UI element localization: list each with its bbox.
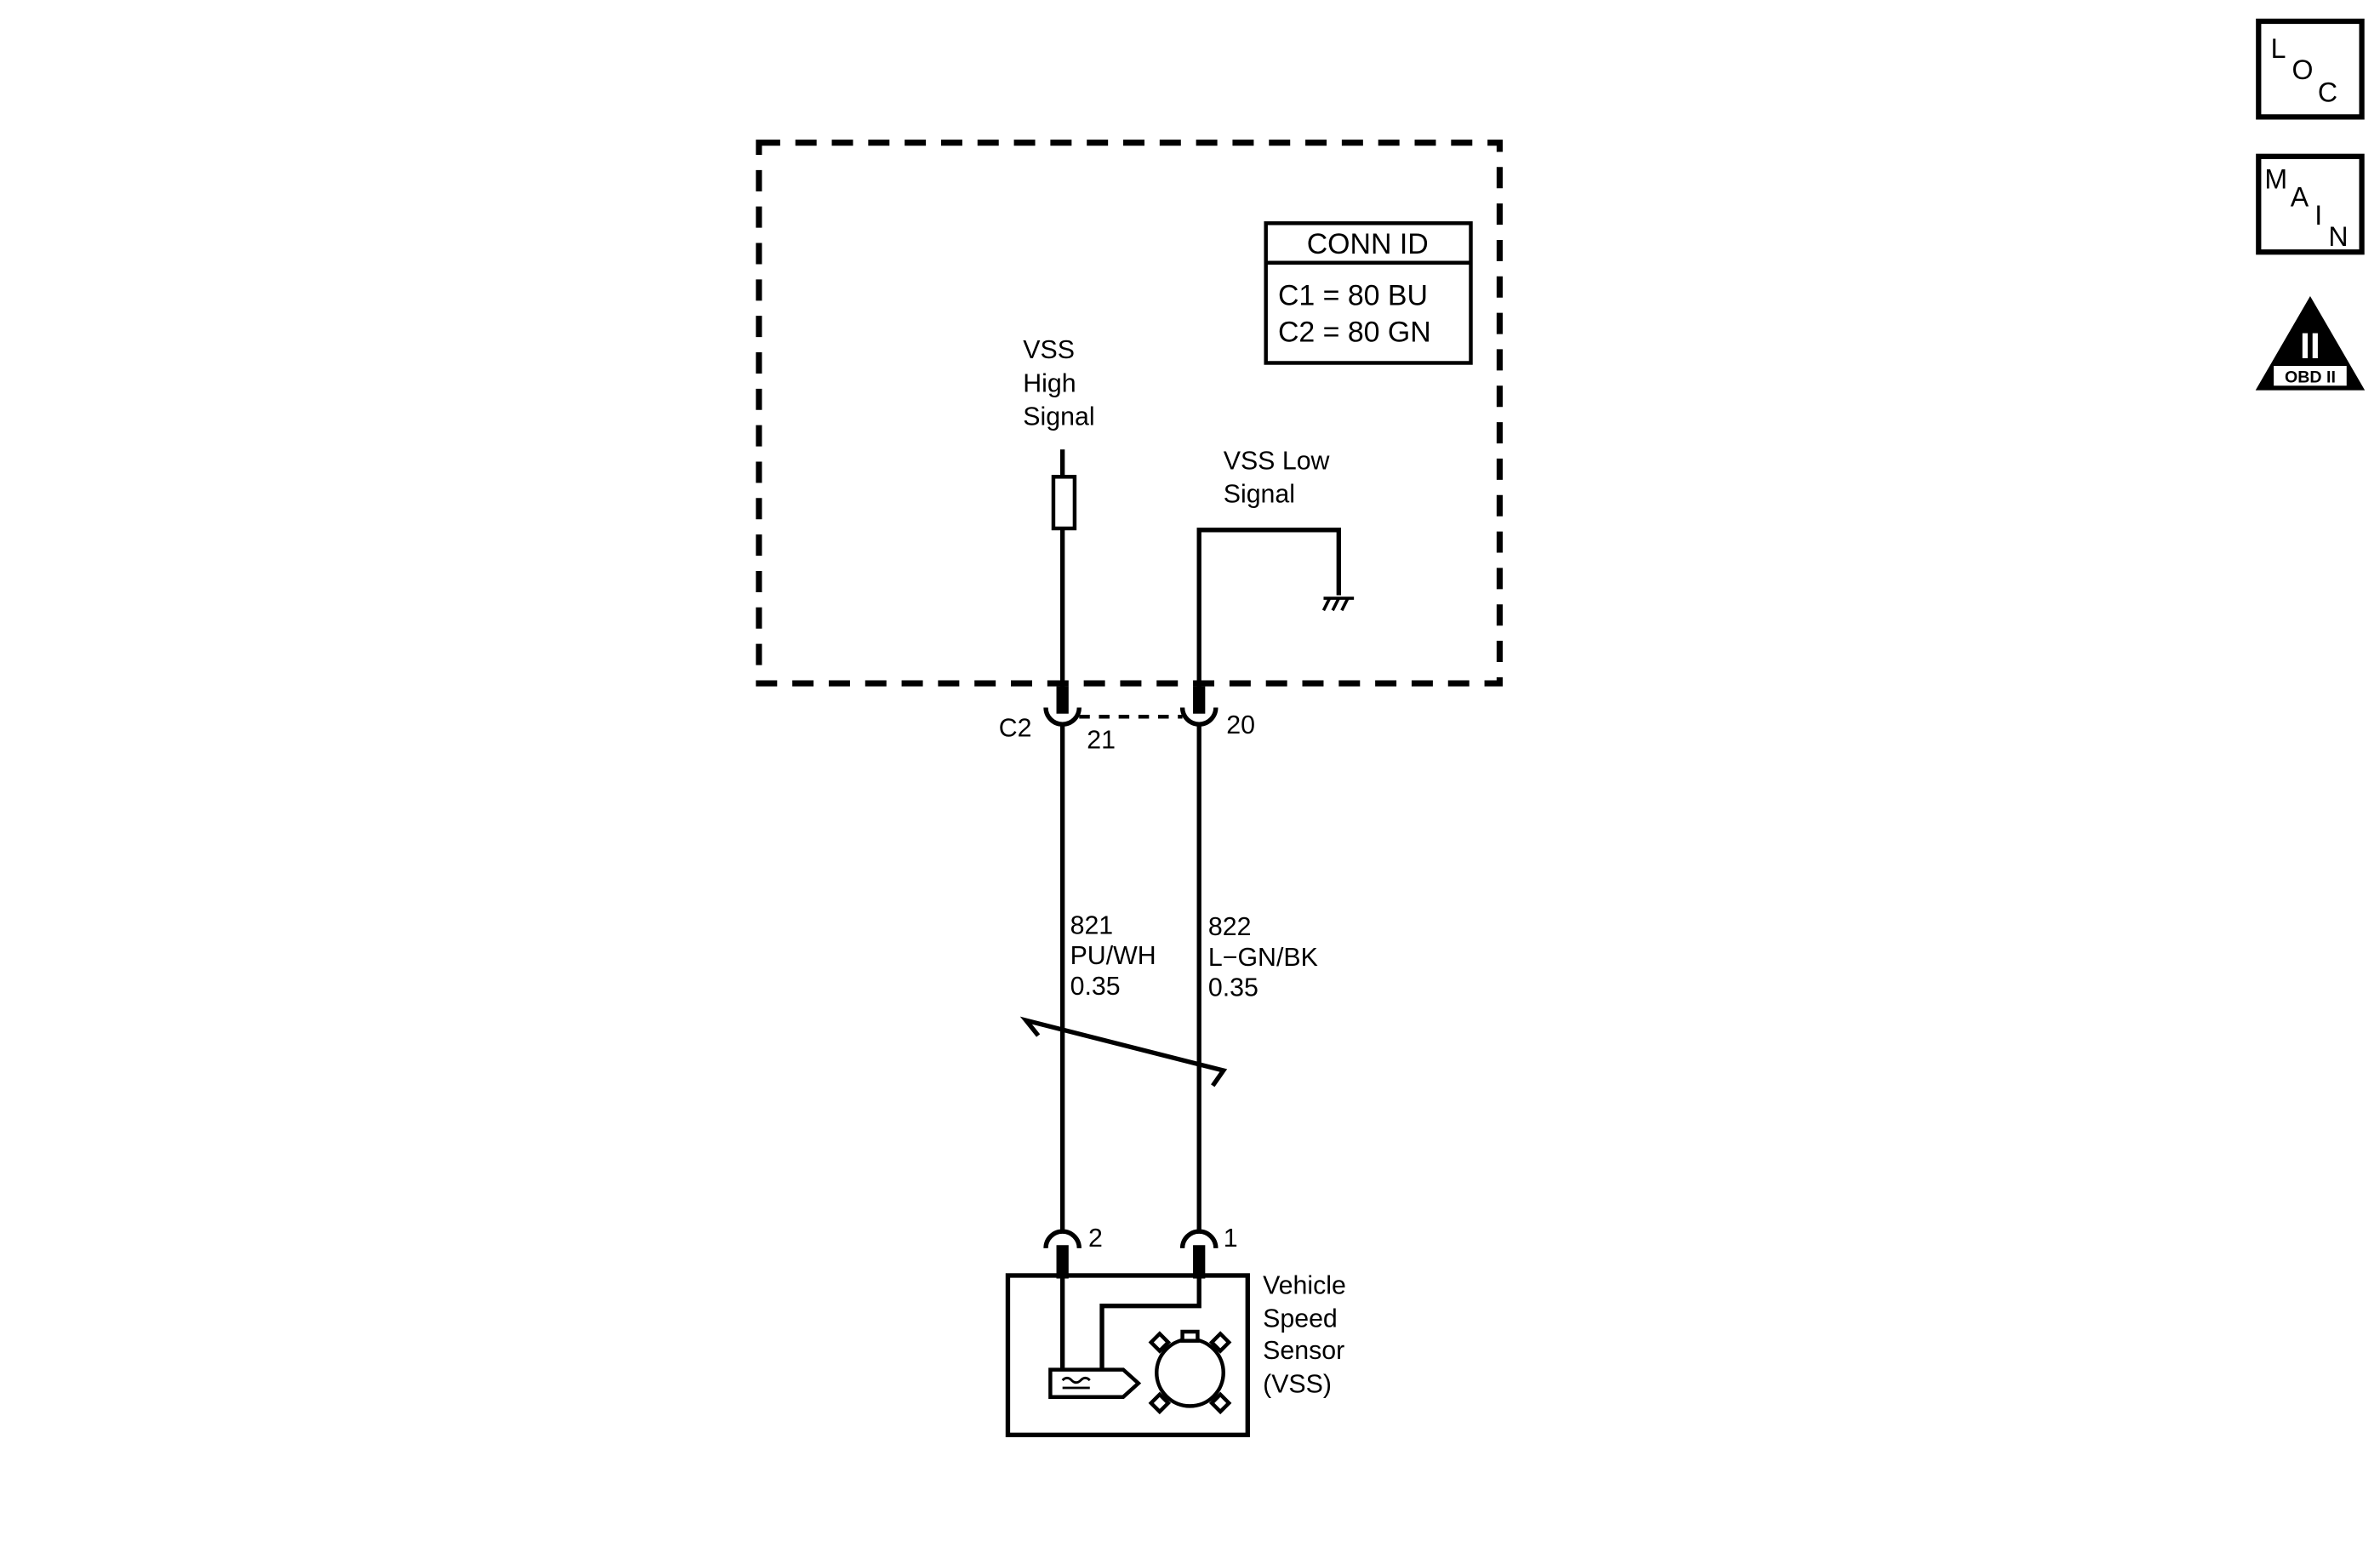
resistor-symbol [1051, 475, 1077, 531]
svg-text:Signal: Signal [1224, 481, 1295, 509]
svg-text:M: M [2264, 163, 2287, 194]
svg-text:Vehicle: Vehicle [1263, 1271, 1346, 1299]
conn-id-row: C1 = 80 BU [1278, 280, 1428, 312]
svg-text:Speed: Speed [1263, 1305, 1338, 1333]
svg-text:VSS Low: VSS Low [1224, 447, 1330, 475]
wire-821-label: 821 PU/WH 0.35 [1070, 911, 1156, 1000]
connector-pin-21: 21 [1087, 727, 1116, 755]
conn-id-title: CONN ID [1307, 228, 1429, 260]
obd-ii-icon[interactable]: II OBD II [2255, 295, 2366, 391]
vss-high-signal-circuit [1051, 449, 1077, 691]
sensor-connector: 2 1 [1043, 1224, 1238, 1279]
vehicle-speed-sensor [1005, 1273, 1250, 1437]
svg-text:Sensor: Sensor [1263, 1337, 1344, 1365]
svg-text:821: 821 [1070, 911, 1114, 939]
svg-text:High: High [1023, 369, 1076, 397]
svg-text:O: O [2292, 54, 2314, 85]
wire-822-label: 822 L−GN/BK 0.35 [1208, 913, 1318, 1002]
svg-text:VSS: VSS [1023, 336, 1075, 364]
main-icon[interactable]: M A I N [2256, 153, 2365, 255]
svg-text:I: I [2314, 200, 2322, 231]
vss-low-signal-circuit [1196, 528, 1355, 691]
vss-high-signal-label: VSS High Signal [1023, 336, 1094, 431]
reluctor-wheel-icon [1148, 1329, 1232, 1415]
sensor-pin-2: 2 [1088, 1224, 1103, 1253]
harness-wires [1019, 724, 1228, 1233]
vehicle-speed-sensor-label: Vehicle Speed Sensor (VSS) [1263, 1271, 1346, 1398]
sensor-pin-1: 1 [1224, 1224, 1238, 1253]
conn-id-box: CONN ID C1 = 80 BU C2 = 80 GN [1264, 221, 1473, 365]
conn-id-row: C2 = 80 GN [1278, 316, 1431, 348]
sensor-element-icon [1048, 1367, 1142, 1399]
svg-text:(VSS): (VSS) [1263, 1370, 1332, 1398]
vss-low-signal-label: VSS Low Signal [1224, 447, 1330, 508]
svg-text:822: 822 [1208, 913, 1252, 941]
obd-roman-numeral: II [2300, 326, 2320, 367]
loc-icon[interactable]: L O C [2256, 18, 2365, 120]
svg-text:N: N [2328, 221, 2348, 252]
module-boundary [756, 140, 1503, 687]
connector-name: C2 [999, 714, 1032, 742]
svg-text:L: L [2271, 33, 2286, 64]
connector-pin-20: 20 [1226, 711, 1255, 739]
svg-text:PU/WH: PU/WH [1070, 942, 1156, 970]
ground-icon [1321, 596, 1355, 612]
obd-label: OBD II [2285, 368, 2336, 387]
svg-text:C: C [2318, 77, 2337, 108]
harness-break-symbol [1019, 1016, 1228, 1087]
svg-text:L−GN/BK: L−GN/BK [1208, 944, 1318, 972]
connector-c2: C2 21 20 [999, 686, 1255, 755]
svg-text:0.35: 0.35 [1208, 974, 1258, 1002]
svg-text:Signal: Signal [1023, 403, 1094, 431]
svg-text:A: A [2291, 182, 2309, 213]
svg-text:0.35: 0.35 [1070, 973, 1121, 1001]
